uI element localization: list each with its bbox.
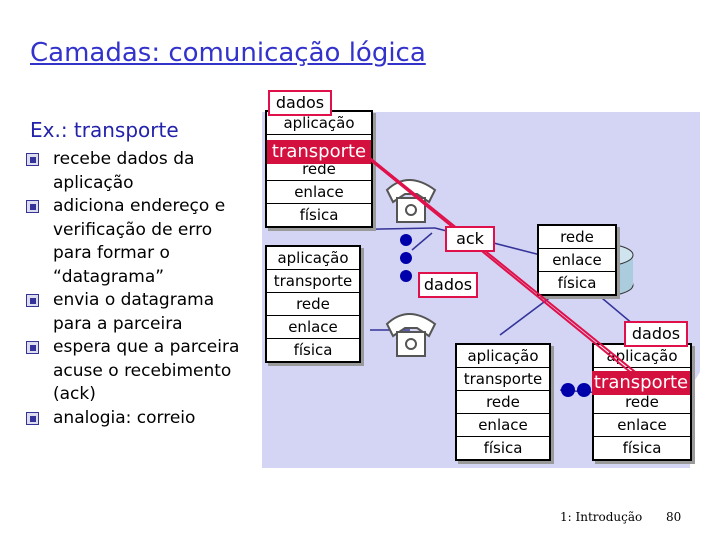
host-dot <box>400 252 412 264</box>
layer-label: física <box>457 436 549 459</box>
bullet-text: recebe dados da aplicação <box>53 149 195 193</box>
dados-label-middle: dados <box>418 272 478 298</box>
bullet-text: analogia: correio <box>53 407 196 428</box>
datagram-line <box>369 157 656 389</box>
host-dot <box>400 270 412 282</box>
layer-label: aplicação <box>606 347 678 365</box>
layer-label: rede <box>560 228 594 246</box>
page-number: 80 <box>666 510 682 524</box>
bullet-icon <box>26 200 39 213</box>
dados-label-right: dados <box>624 321 688 347</box>
bullet-icon <box>26 153 39 166</box>
layer-label: física <box>267 338 359 361</box>
layer-label: física <box>594 436 690 459</box>
bullet-list: recebe dados da aplicação adiciona ender… <box>26 148 246 430</box>
layer-label: enlace <box>457 413 549 436</box>
layer-label: aplicação <box>277 249 349 267</box>
transporte-highlight-right: transporte <box>592 371 690 395</box>
layer-label: transporte <box>457 367 549 390</box>
host-icon <box>561 383 591 397</box>
bullet-icon <box>26 411 39 425</box>
datagram-line <box>357 149 641 381</box>
list-item: adiciona endereço e verificação de erro … <box>26 195 246 289</box>
layer-label: aplicação <box>467 347 539 365</box>
bullet-text: adiciona endereço e verificação de erro … <box>53 196 226 287</box>
layer-label: enlace <box>539 248 615 271</box>
layer-label: aplicação <box>283 114 355 132</box>
ack-label: ack <box>445 226 495 252</box>
protocol-stack-bottom-right: aplicação transporte rede enlace física <box>592 343 692 461</box>
layer-label: transporte <box>267 269 359 292</box>
layer-label: rede <box>457 390 549 413</box>
transporte-highlight-top: transporte <box>267 140 371 164</box>
bullet-text: envia o datagrama para a parceira <box>53 290 215 334</box>
list-item: envia o datagrama para a parceira <box>26 289 246 336</box>
layer-label: enlace <box>267 315 359 338</box>
layer-label: enlace <box>267 180 371 203</box>
bullet-icon <box>26 341 39 354</box>
list-item: espera que a parceira acuse o recebiment… <box>26 336 246 407</box>
protocol-stack-bottom-middle: aplicação transporte rede enlace física <box>455 343 551 461</box>
protocol-stack-bottom-left: aplicação transporte rede enlace física <box>265 245 361 363</box>
host-dot <box>400 234 412 246</box>
layer-label: física <box>539 271 615 294</box>
telephone-icon <box>385 313 437 357</box>
bullet-text: espera que a parceira acuse o recebiment… <box>53 337 240 404</box>
page-title: Camadas: comunicação lógica <box>30 38 426 68</box>
layer-label: rede <box>267 292 359 315</box>
footer-chapter: 1: Introdução <box>560 510 643 524</box>
example-subtitle: Ex.: transporte <box>30 118 179 142</box>
layer-label: enlace <box>594 413 690 436</box>
list-item: recebe dados da aplicação <box>26 148 246 195</box>
list-item: analogia: correio <box>26 407 246 431</box>
dados-label-top: dados <box>268 90 332 116</box>
bullet-icon <box>26 294 39 307</box>
protocol-stack-router: rede enlace física <box>537 224 617 296</box>
layer-label: física <box>267 203 371 226</box>
